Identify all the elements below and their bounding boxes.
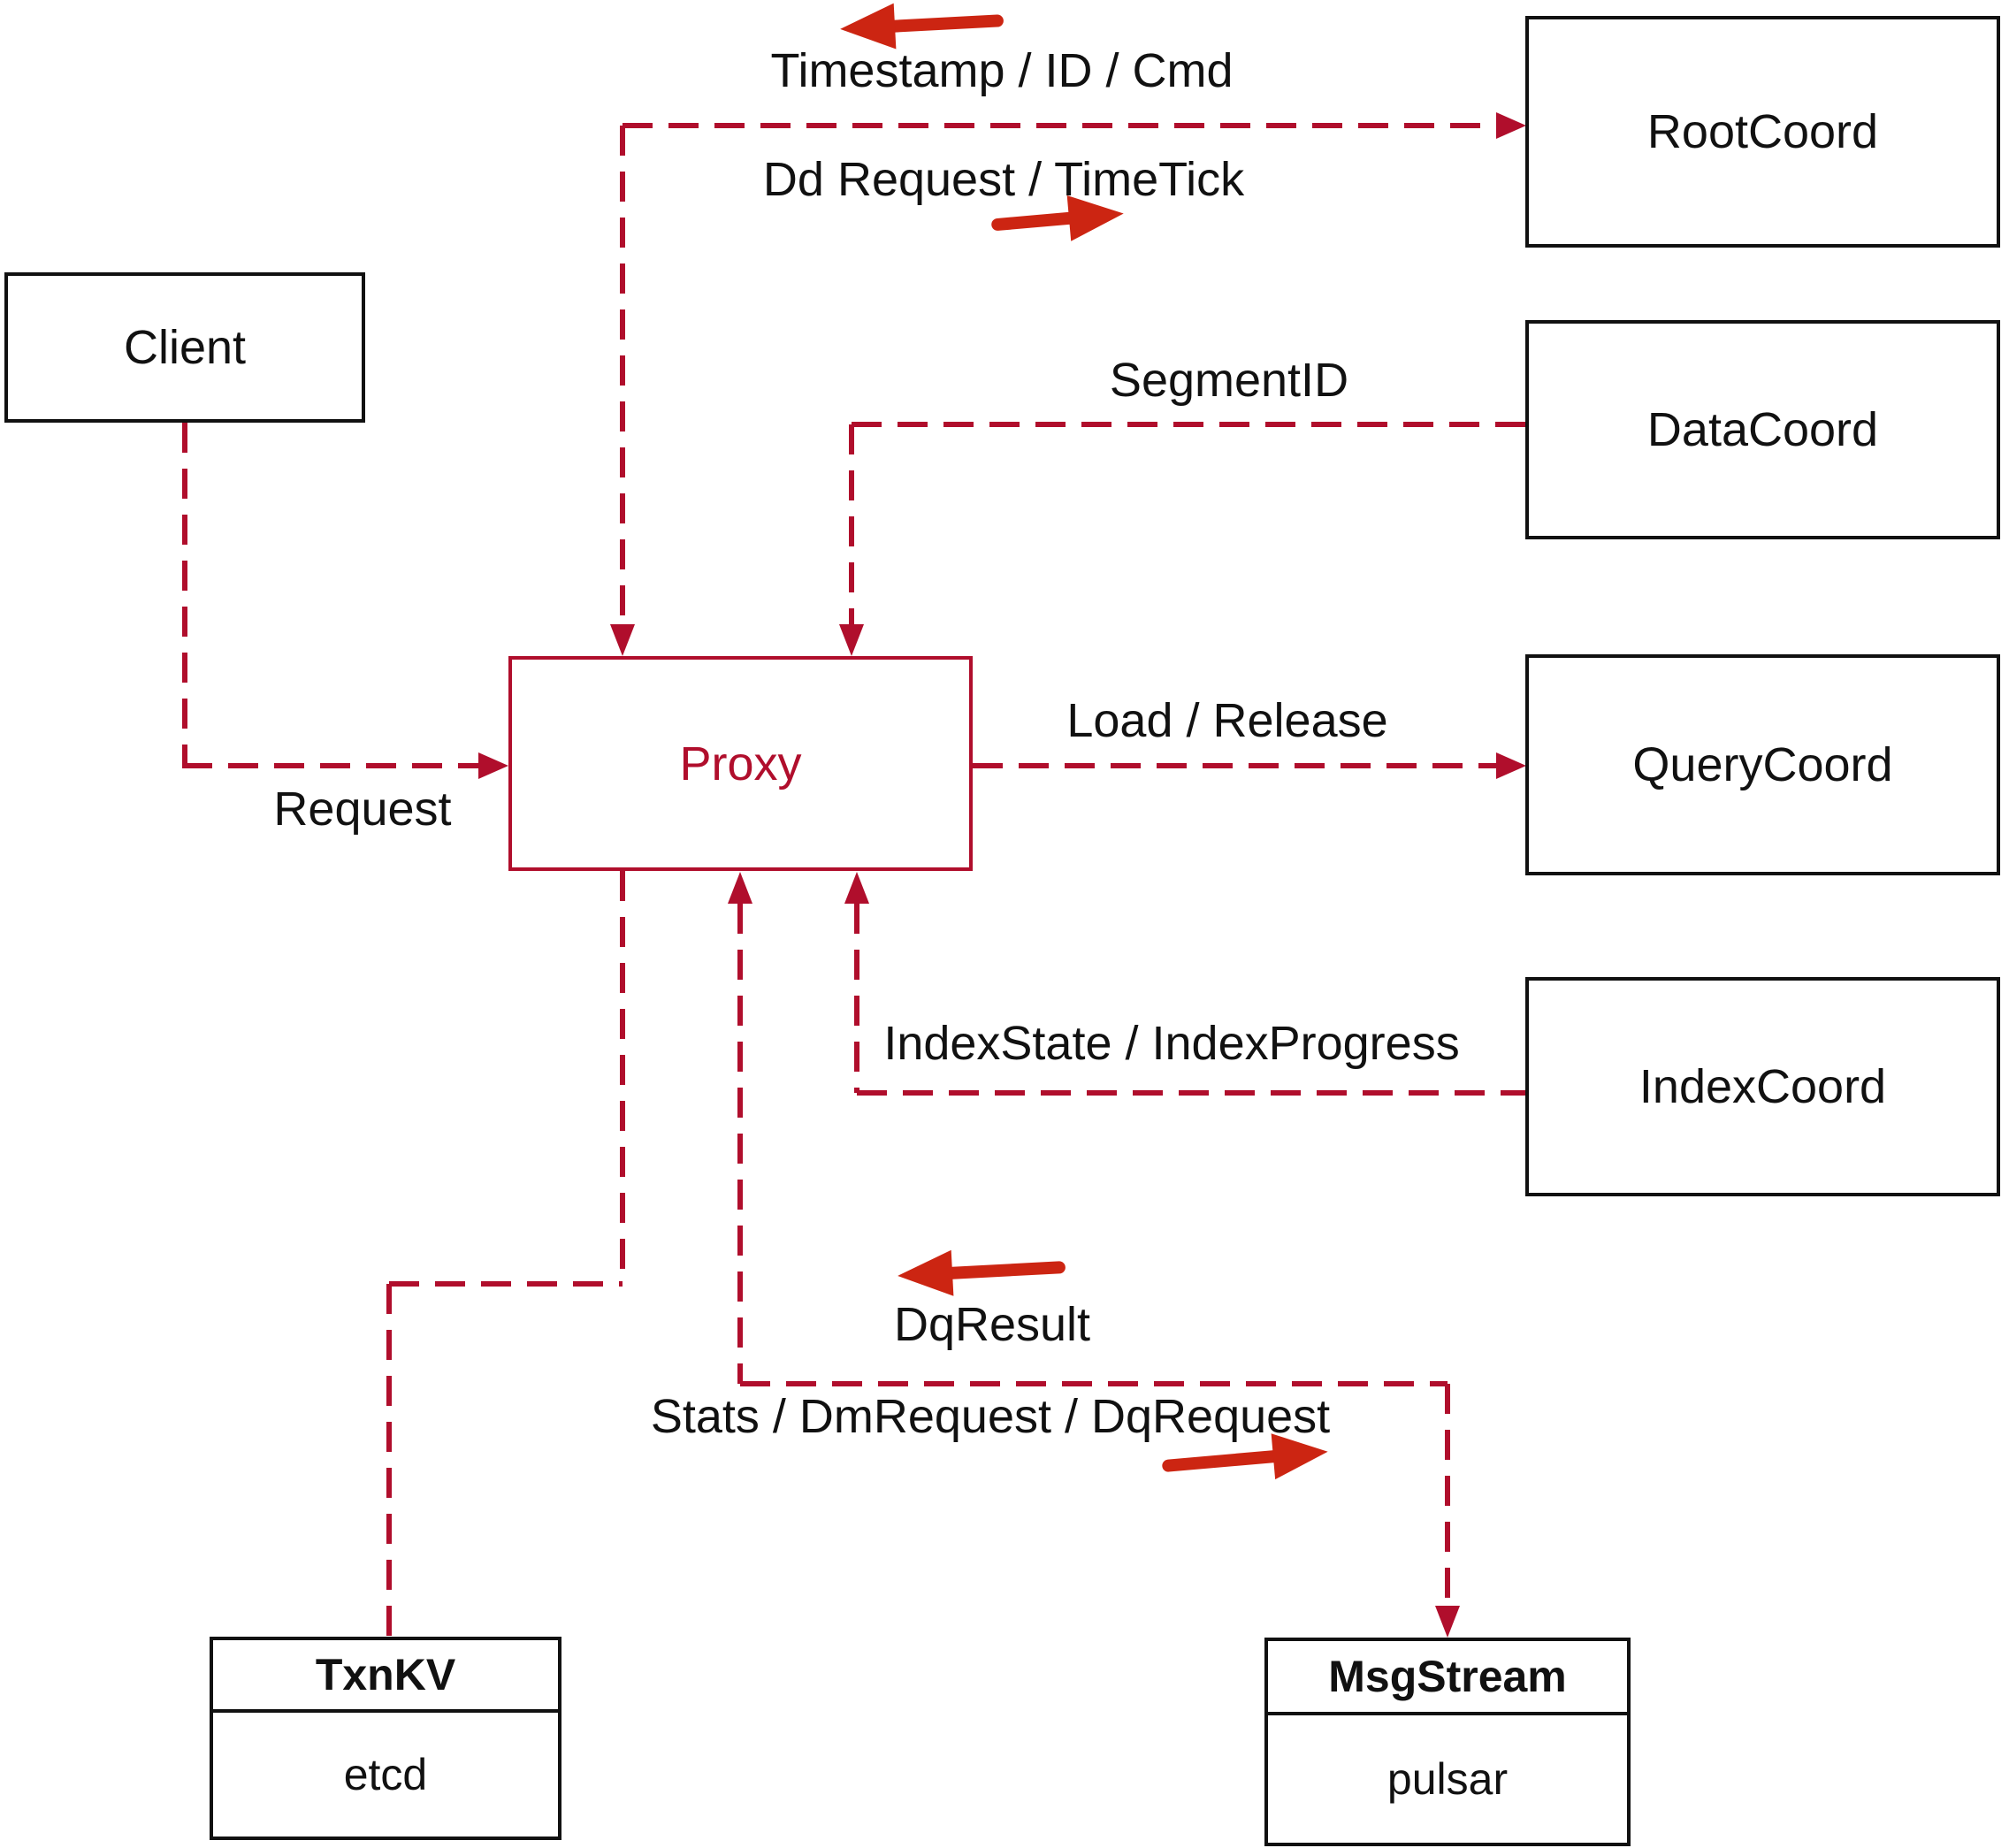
edge-label-load-release: Load / Release [1066, 694, 1388, 747]
node-querycoord: QueryCoord [1525, 654, 2000, 875]
arrowhead-into-proxy-top-right-icon [839, 624, 864, 656]
node-txnkv: TxnKV etcd [210, 1637, 561, 1840]
edge-proxy-rootcoord-horizontal [623, 123, 1498, 128]
node-msgstream: MsgStream pulsar [1264, 1638, 1631, 1846]
node-txnkv-title: TxnKV [213, 1640, 558, 1713]
node-msgstream-impl: pulsar [1386, 1754, 1509, 1804]
edge-proxy-msgstream-vertical-1 [737, 904, 743, 1384]
edge-label-index-state: IndexState / IndexProgress [883, 1017, 1460, 1070]
flow-arrow-shaft [882, 14, 1004, 34]
node-rootcoord: RootCoord [1525, 16, 2000, 248]
flow-arrow-shaft [1161, 1449, 1287, 1473]
arrowhead-into-proxy-bottom-left-icon [728, 872, 752, 904]
edge-indexcoord-proxy-vertical [854, 904, 859, 1093]
node-proxy-label: Proxy [679, 737, 802, 790]
edge-datacoord-proxy-horizontal [852, 422, 1528, 427]
edge-label-stats: Stats / DmRequest / DqRequest [650, 1390, 1331, 1443]
edge-proxy-txnkv-vertical-1 [620, 871, 625, 1284]
edge-client-proxy-horizontal [182, 763, 479, 768]
node-client-label: Client [123, 321, 247, 374]
node-rootcoord-label: RootCoord [1646, 105, 1879, 158]
node-indexcoord: IndexCoord [1525, 977, 2000, 1196]
edge-proxy-msgstream-vertical-2 [1445, 1384, 1450, 1606]
edge-indexcoord-proxy-horizontal [857, 1090, 1528, 1096]
edge-label-timestamp: Timestamp / ID / Cmd [770, 44, 1234, 97]
edge-proxy-txnkv-vertical-2 [386, 1284, 392, 1637]
flow-arrow-shaft [939, 1261, 1066, 1280]
arrowhead-into-proxy-top-left-icon [610, 624, 635, 656]
edge-proxy-msgstream-horizontal [740, 1381, 1448, 1386]
node-txnkv-impl: etcd [343, 1750, 428, 1799]
node-indexcoord-label: IndexCoord [1639, 1060, 1887, 1113]
node-client: Client [4, 272, 365, 423]
edge-proxy-rootcoord-vertical [620, 126, 625, 626]
arrowhead-into-rootcoord-icon [1496, 112, 1526, 139]
node-datacoord: DataCoord [1525, 320, 2000, 539]
node-proxy: Proxy [508, 656, 973, 871]
edge-label-segment-id: SegmentID [1109, 354, 1349, 407]
node-msgstream-title: MsgStream [1268, 1641, 1627, 1715]
edge-label-dd-request: Dd Request / TimeTick [762, 153, 1245, 206]
edge-label-request: Request [273, 783, 452, 836]
edge-label-dq-result: DqResult [893, 1298, 1091, 1351]
edge-proxy-txnkv-horizontal [389, 1281, 623, 1287]
arrowhead-into-querycoord-icon [1496, 752, 1526, 779]
node-datacoord-label: DataCoord [1646, 403, 1879, 456]
flow-arrow-left-dqresult-icon [896, 1244, 1066, 1299]
flow-arrow-head [896, 1249, 954, 1299]
arrowhead-into-proxy-bottom-right-icon [844, 872, 869, 904]
node-querycoord-label: QueryCoord [1632, 738, 1893, 791]
edge-proxy-querycoord-horizontal [973, 763, 1496, 768]
arrowhead-into-msgstream-icon [1435, 1606, 1460, 1638]
edge-client-proxy-vertical [182, 423, 187, 767]
arrowhead-into-proxy-left-icon [478, 752, 508, 779]
edge-datacoord-proxy-vertical [849, 424, 854, 626]
